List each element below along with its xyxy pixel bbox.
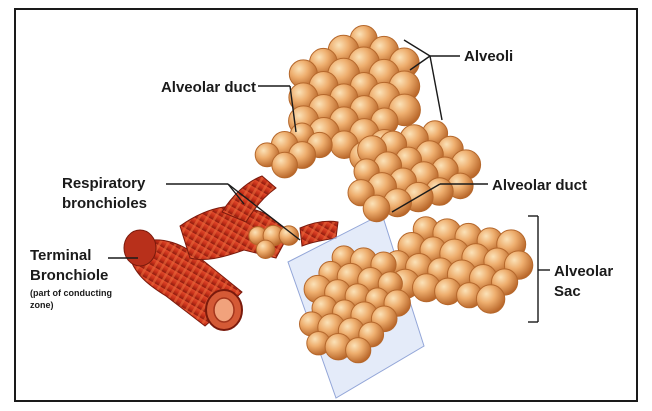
alveolus: [346, 338, 371, 363]
alveolus: [272, 152, 298, 178]
label-alveolar-duct-right: Alveolar duct: [492, 177, 587, 194]
label-alveolar-duct-top: Alveolar duct: [161, 79, 256, 96]
alveolus: [256, 240, 274, 258]
label-terminal-note-1: (part of conducting: [30, 288, 112, 298]
label-respiratory-2: bronchioles: [62, 195, 147, 212]
label-sac-2: Sac: [554, 283, 581, 300]
label-sac-1: Alveolar: [554, 263, 613, 280]
alveolar-clusters: [249, 26, 533, 363]
alveolus: [476, 285, 504, 313]
alveolus: [279, 226, 298, 245]
label-alveoli: Alveoli: [464, 48, 513, 65]
label-terminal-1: Terminal: [30, 247, 91, 264]
alveolus: [363, 195, 390, 222]
label-terminal-2: Bronchiole: [30, 267, 108, 284]
label-respiratory-1: Respiratory: [62, 175, 146, 192]
alveolar-sac-middle: [348, 121, 481, 222]
label-terminal-note-2: zone): [30, 300, 54, 310]
